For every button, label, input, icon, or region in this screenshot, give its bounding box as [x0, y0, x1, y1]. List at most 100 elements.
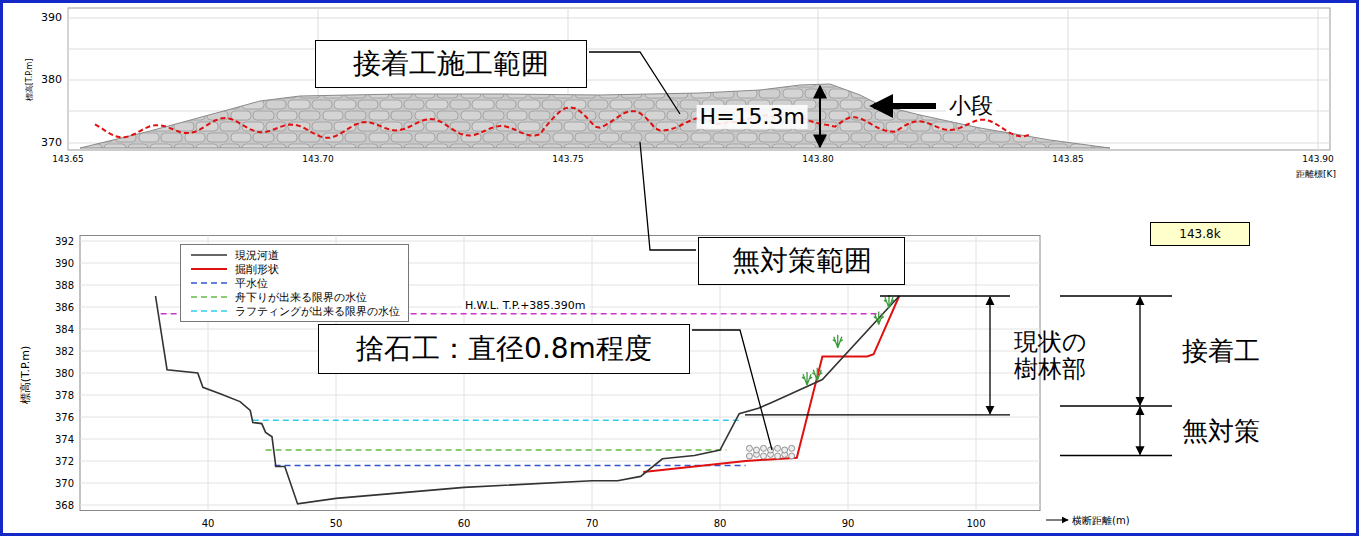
axis-title: 標高(T.P.m) [20, 346, 32, 405]
label-text: 380 [55, 368, 74, 379]
label-text: H.W.L. T.P.+385.390m [465, 299, 586, 312]
axis-tick: 143.70 [302, 155, 334, 165]
grid-line [80, 461, 1040, 462]
legend-line [191, 310, 227, 312]
label-text: 60 [458, 518, 471, 529]
legend-row: 平水位 [189, 276, 400, 290]
height-arrow [819, 86, 821, 147]
callout-box: 捨石工：直径0.8m程度 [318, 324, 690, 374]
tree-mark [802, 372, 812, 385]
rafting-level [253, 420, 739, 422]
leader-line [640, 142, 696, 250]
dimension-arrow [989, 297, 990, 414]
dimension-line [1060, 455, 1172, 456]
axis-tick: 380 [41, 74, 62, 86]
axis-tick: 143.80 [802, 155, 834, 165]
axis-tick: 100 [966, 518, 985, 529]
riprap-stone [761, 445, 767, 451]
label-text: 標高(T.P.m) [19, 346, 32, 405]
label-text: H=15.3m [700, 104, 805, 129]
label-text: 143.70 [302, 154, 334, 164]
cross-section-chart [80, 236, 1068, 521]
axis-tick: 143.65 [52, 155, 84, 165]
label-text: 370 [55, 478, 74, 489]
axis-tick: 378 [55, 390, 74, 401]
axis-tick: 380 [55, 368, 74, 379]
elevation-chart [68, 8, 1330, 150]
legend-text: 掘削形状 [235, 262, 279, 277]
grid-line [68, 80, 1330, 81]
pointer-arrow [874, 103, 936, 109]
axis-tick: 376 [55, 412, 74, 423]
legend-sample [189, 264, 229, 274]
grid-line [1068, 8, 1069, 150]
legend-sample [189, 278, 229, 288]
box-text: 143.8k [1179, 227, 1220, 241]
axis-tick: 143.75 [552, 155, 584, 165]
label-text: 390 [55, 258, 74, 269]
riprap-stone [789, 445, 795, 451]
label-text: 143.75 [552, 154, 584, 164]
label-text: 90 [842, 518, 855, 529]
label-text: 143.80 [802, 154, 834, 164]
label-text: 現状の 樹林部 [1014, 328, 1087, 382]
axis-title: 標高[T.P.m] [26, 59, 35, 102]
axis-tick: 80 [714, 518, 727, 529]
label-text: 標高[T.P.m] [25, 59, 34, 102]
label-text: 70 [586, 518, 599, 529]
box-text: 無対策範囲 [732, 242, 872, 280]
level-label: H.W.L. T.P.+385.390m [462, 300, 589, 312]
existing-channel-line [156, 296, 900, 504]
axis-tick: 368 [55, 500, 74, 511]
annotations [589, 52, 1172, 456]
riprap-stone [782, 447, 788, 453]
chart-frame [68, 8, 1330, 150]
label-text: 372 [55, 456, 74, 467]
label-text: 143.90 [1302, 154, 1334, 164]
label-text: 384 [55, 324, 74, 335]
label-text: 382 [55, 346, 74, 357]
axis-tick: 50 [330, 518, 343, 529]
tree-mark [884, 295, 894, 308]
callout-label: 小段 [946, 94, 996, 118]
axis-tick: 384 [55, 324, 74, 335]
axis-title: 横断距離(m) [1072, 515, 1130, 526]
axis-tick: 70 [586, 518, 599, 529]
grid-line [80, 439, 1040, 440]
legend-row: 掘削形状 [189, 262, 400, 276]
leader-line [692, 330, 772, 450]
label-text: 接着工 [1182, 336, 1260, 366]
axis-tick: 370 [41, 137, 62, 149]
label-text: 40 [202, 518, 215, 529]
grid-line [1318, 8, 1319, 150]
label-text: 374 [55, 434, 74, 445]
legend-sample [189, 292, 229, 302]
chart-frame [80, 236, 1040, 511]
label-text: 143.85 [1052, 154, 1084, 164]
riprap-stone [775, 445, 781, 451]
label-text: 143.65 [52, 154, 84, 164]
axis-tick: 90 [842, 518, 855, 529]
callout-box: 接着工施工範囲 [315, 40, 587, 88]
grid-line [80, 417, 1040, 418]
axis-arrow [1046, 520, 1068, 521]
axis-tick: 40 [202, 518, 215, 529]
axis-tick: 372 [55, 456, 74, 467]
dimension-line [880, 295, 1010, 296]
axis-tick: 386 [55, 302, 74, 313]
dimension-arrow [1139, 297, 1140, 405]
grid-line [80, 505, 1040, 506]
label-text: 378 [55, 390, 74, 401]
label-text: 388 [55, 280, 74, 291]
label-text: 80 [714, 518, 727, 529]
riprap-stone [775, 453, 781, 459]
axis-tick: 143.85 [1052, 155, 1084, 165]
label-text: 380 [41, 73, 62, 86]
axis-tick: 392 [55, 236, 74, 247]
tree-mark [833, 335, 843, 348]
excavation-line [643, 296, 899, 472]
axis-tick: 143.90 [1302, 155, 1334, 165]
legend-text: 現況河道 [235, 248, 279, 263]
axis-tick: 382 [55, 346, 74, 357]
